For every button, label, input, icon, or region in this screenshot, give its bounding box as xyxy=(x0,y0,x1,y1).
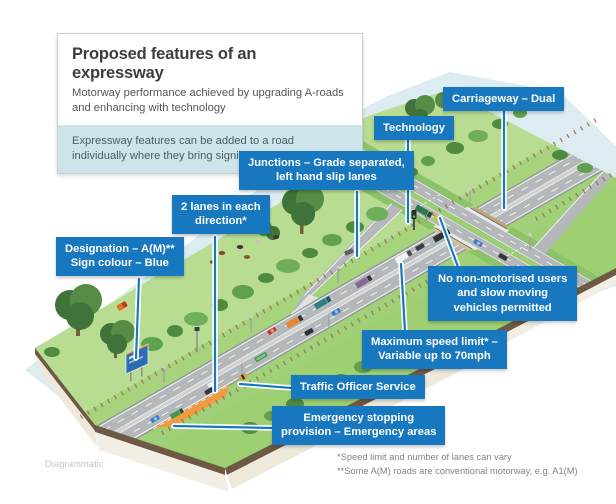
callout-technology: Technology xyxy=(374,116,454,141)
callout-junctions: Junctions – Grade separated, left hand s… xyxy=(239,151,414,190)
callout-max-speed: Maximum speed limit* – Variable up to 70… xyxy=(362,330,507,369)
slip-road-near xyxy=(533,171,612,254)
cctv-mast xyxy=(194,327,200,352)
fence xyxy=(79,115,616,435)
page-title: Proposed features of an expressway xyxy=(72,45,257,82)
footnote-2: **Some A(M) roads are conventional motor… xyxy=(337,465,578,476)
footnote-1: *Speed limit and number of lanes can var… xyxy=(337,452,512,462)
callout-traffic-officer: Traffic Officer Service xyxy=(291,375,425,400)
callout-pointer-lines xyxy=(133,107,507,431)
title-panel: Proposed features of an expressway Motor… xyxy=(57,33,363,175)
title-panel-top: Proposed features of an expressway Motor… xyxy=(58,34,362,125)
traffic-signal xyxy=(411,210,417,230)
callout-emergency: Emergency stopping provision – Emergency… xyxy=(272,406,446,445)
traffic-officer-vehicle xyxy=(238,372,248,382)
slip-road xyxy=(290,203,403,316)
callout-carriageway: Carriageway – Dual xyxy=(443,87,565,112)
callout-no-non-motorised: No non-motorised users and slow moving v… xyxy=(428,266,578,321)
page-subtitle: Motorway performance achieved by upgradi… xyxy=(72,87,344,115)
watermark: Diagrammatic xyxy=(45,459,104,470)
vehicles xyxy=(150,204,541,423)
callout-lanes: 2 lanes in each direction* xyxy=(172,195,270,234)
callout-designation: Designation – A(M)** Sign colour – Blue xyxy=(56,237,184,276)
lamp-posts xyxy=(162,187,532,383)
tractor xyxy=(116,301,128,311)
footnotes: *Speed limit and number of lanes can var… xyxy=(337,451,578,479)
